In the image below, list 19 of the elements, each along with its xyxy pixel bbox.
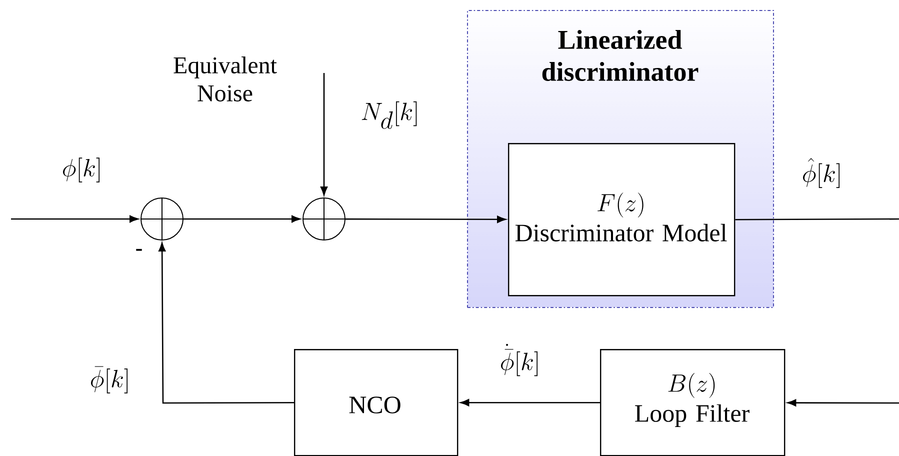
block-box: NCO <box>294 349 458 456</box>
annotation-text: Equivalent Noise <box>174 56 277 102</box>
arrow <box>184 215 300 223</box>
edge-label: $\phi[k]$ <box>63 158 100 182</box>
edge-label: $\hat{\phi}[k]$ <box>803 158 840 188</box>
arrow <box>460 399 600 406</box>
block-box: $F(z)$ Discriminator Model <box>508 143 736 296</box>
summing-junction <box>302 198 346 240</box>
edge-label: $N_{d}[k]$ <box>362 101 417 129</box>
summing-junction <box>140 198 184 240</box>
arrow <box>320 73 328 196</box>
arrow <box>11 215 138 223</box>
edge-label: $\dot{\bar{\phi}}[k]$ <box>501 344 538 376</box>
arrow <box>346 216 506 223</box>
arrow <box>787 399 899 406</box>
arrow <box>158 242 294 404</box>
edge-label: $\bar{\phi}[k]$ <box>91 366 128 394</box>
block-box: $B(z)$ Loop Filter <box>600 349 786 456</box>
minus-sign: - <box>136 248 142 251</box>
